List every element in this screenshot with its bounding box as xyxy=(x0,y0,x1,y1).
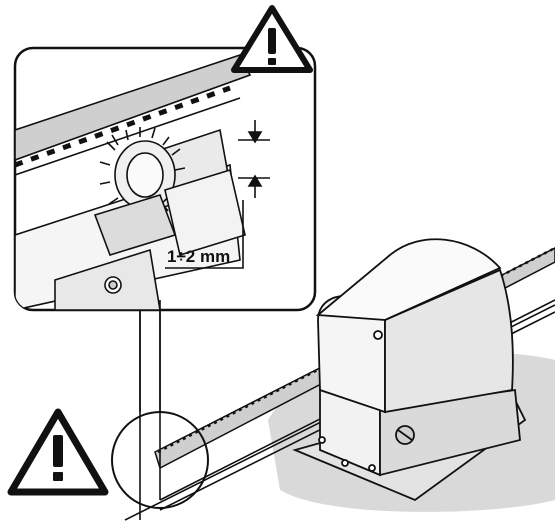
motor-unit xyxy=(292,238,527,502)
detail-inset: 1÷2 mm xyxy=(13,46,317,312)
callout-connector xyxy=(139,300,161,412)
warning-triangle-icon xyxy=(231,5,313,73)
warning-triangle-icon xyxy=(7,408,109,496)
gap-measurement-label: 1÷2 mm xyxy=(167,247,230,266)
